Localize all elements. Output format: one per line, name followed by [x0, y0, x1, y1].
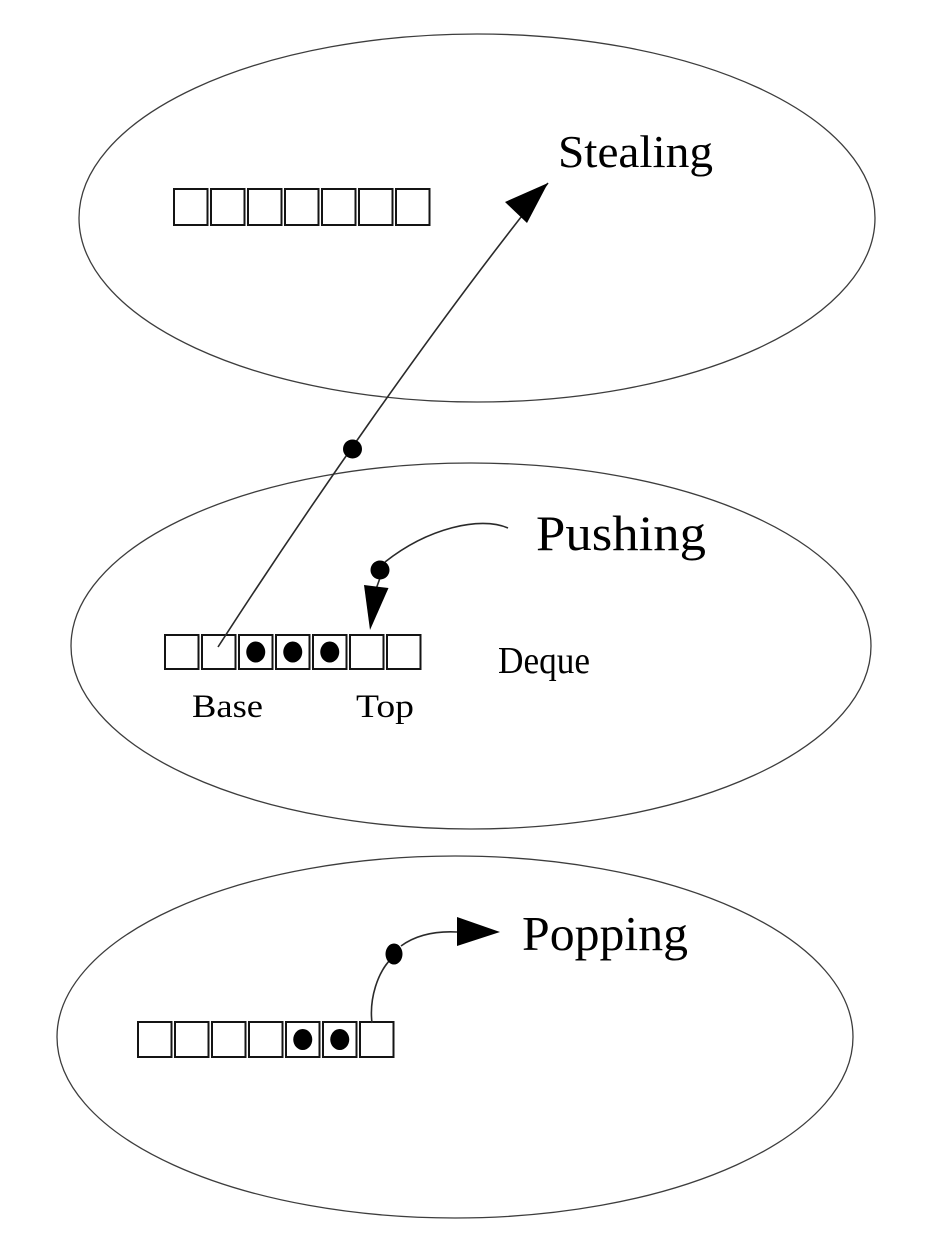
pop-arrow-curve-a — [370, 958, 392, 1024]
popper-process-ellipse — [56, 855, 854, 1219]
task-dot — [330, 1029, 350, 1050]
deque-cell — [247, 188, 283, 226]
task-dot — [293, 1029, 313, 1050]
pop-arrowhead — [457, 917, 500, 946]
deque-cell — [359, 1021, 395, 1058]
stealing-label: Stealing — [558, 126, 713, 177]
task-dot — [283, 641, 303, 663]
deque-label: Deque — [498, 640, 590, 682]
deque-cell — [174, 1021, 210, 1058]
deque-cell — [164, 634, 200, 670]
owner-process-ellipse — [70, 462, 872, 830]
push-arrowhead — [364, 585, 389, 630]
deque-cell — [137, 1021, 173, 1058]
deque-cell — [210, 188, 246, 226]
deque-cell — [173, 188, 209, 226]
deque-cell — [285, 1021, 321, 1058]
task-dot — [246, 641, 266, 663]
popping-label: Popping — [522, 906, 688, 961]
pushing-label: Pushing — [536, 505, 706, 561]
deque-cell — [284, 188, 320, 226]
pop-arrow-curve-b — [400, 931, 458, 947]
thief-process-ellipse — [78, 33, 876, 403]
pushed-task-dot — [370, 560, 390, 580]
deque-cell — [201, 634, 237, 670]
popped-task-dot — [385, 943, 403, 965]
deque-array — [164, 634, 422, 670]
task-dot — [320, 641, 340, 663]
deque-cell — [349, 634, 385, 670]
deque-cell — [395, 188, 431, 226]
steal-arrowhead — [505, 183, 548, 223]
base-label: Base — [192, 689, 263, 725]
stolen-task-dot — [343, 439, 362, 459]
deque-cell — [386, 634, 422, 670]
deque-cell — [358, 188, 394, 226]
push-arrow-curve — [384, 522, 509, 563]
deque-cell — [321, 188, 357, 226]
deque-cell — [211, 1021, 247, 1058]
deque-cell — [312, 634, 348, 670]
popper-array — [137, 1021, 395, 1058]
steal-arrow-line — [217, 182, 549, 648]
top-label: Top — [356, 689, 414, 725]
deque-cell — [248, 1021, 284, 1058]
thief-array — [173, 188, 431, 226]
